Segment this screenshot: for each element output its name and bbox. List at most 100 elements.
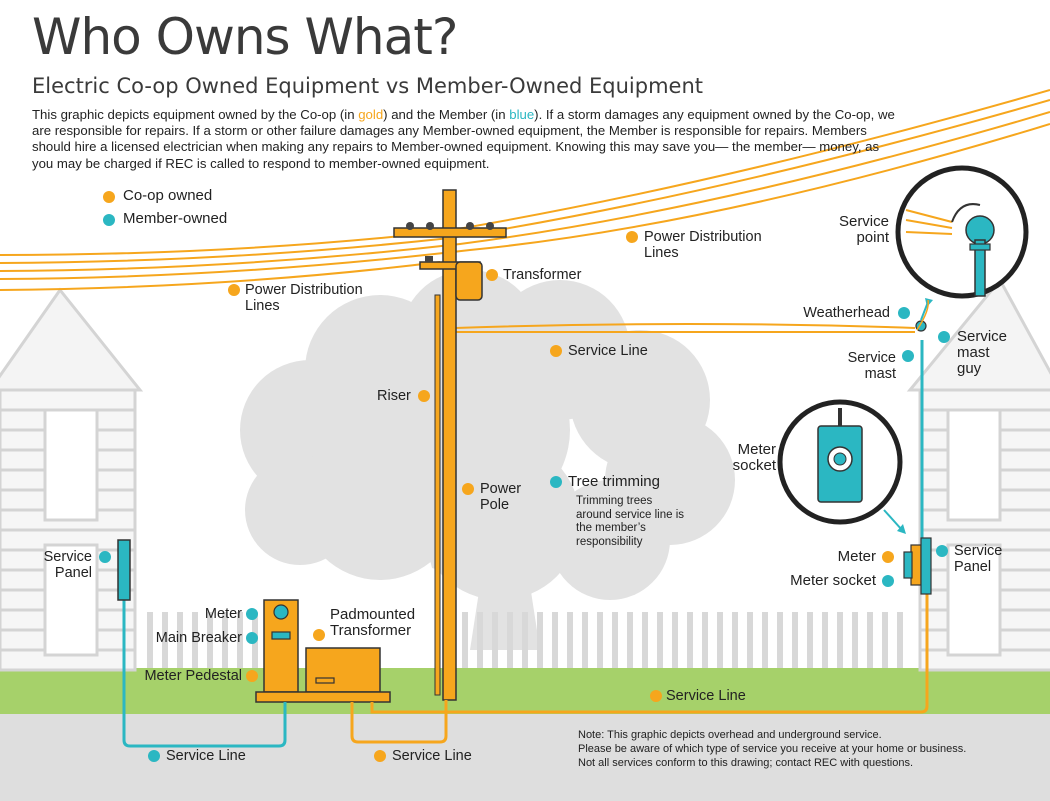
service-mast-guy-line3: guy: [957, 360, 982, 377]
legend-coop-dot: [103, 191, 115, 203]
intro-text-3: ). If a storm damages any equipment owne…: [32, 107, 895, 171]
service-panel-left-dot: [99, 551, 111, 563]
left-house: [0, 287, 144, 672]
legend-coop-label: Co-op owned: [123, 187, 213, 204]
service-line-top-label: Service Line: [568, 343, 648, 359]
tree-trimming-dot: [550, 476, 562, 488]
power-pole-line2: Pole: [480, 497, 510, 513]
intro-text-2: ) and the Member (in: [383, 107, 510, 122]
tree: [240, 270, 735, 650]
service-line-ground-right-label: Service Line: [666, 688, 746, 704]
intro-gold-word: gold: [358, 107, 384, 122]
service-line-bottom-mid-label: Service Line: [392, 748, 472, 764]
service-panel-left-line1: Service: [43, 549, 92, 565]
left-service-panel: [117, 539, 131, 601]
power-lines-left-line1: Power Distribution: [245, 282, 363, 298]
power-lines-right-line2: Lines: [644, 245, 679, 261]
service-point-line1: Service: [838, 213, 889, 230]
transformer-label: Transformer: [503, 267, 582, 283]
footnote-line1: Note: This graphic depicts overhead and …: [578, 729, 882, 741]
power-lines-left-dot: [228, 284, 240, 296]
intro-text-1: This graphic depicts equipment owned by …: [32, 107, 359, 122]
tree-trimming-label: Tree trimming: [568, 473, 660, 490]
meter-socket-zoom-line2: socket: [732, 457, 776, 474]
service-mast-line2: mast: [864, 366, 896, 382]
service-panel-left-line2: Panel: [54, 565, 92, 581]
pole-transformer: [455, 261, 483, 301]
page-subtitle: Electric Co-op Owned Equipment vs Member…: [32, 74, 703, 98]
padmounted-line2: Transformer: [330, 622, 412, 639]
pedestal-main-breaker: [271, 631, 291, 640]
riser-dot: [418, 390, 430, 402]
meter-socket-zoom: [777, 399, 906, 534]
meter-socket-right-label: Meter socket: [790, 572, 876, 589]
power-lines-left-line2: Lines: [245, 298, 280, 314]
pedestal-meter: [273, 604, 289, 620]
right-service-panel: [920, 537, 932, 595]
service-mast-guy-line1: Service: [957, 328, 1008, 345]
intro-paragraph: This graphic depicts equipment owned by …: [32, 107, 902, 172]
riser-label: Riser: [377, 388, 411, 404]
service-mast-line1: Service: [847, 350, 896, 366]
service-mast-guy-dot: [938, 331, 950, 343]
meter-left-label: Meter: [204, 606, 242, 622]
legend-member-dot: [103, 214, 115, 226]
service-line-top-dot: [550, 345, 562, 357]
service-mast-guy-line2: mast: [957, 344, 990, 361]
power-pole-line1: Power: [480, 481, 522, 497]
main-breaker-label: Main Breaker: [155, 630, 242, 646]
underground-coop-line-right: [370, 586, 929, 714]
page-title: Who Owns What?: [32, 8, 458, 66]
grass: [0, 668, 1050, 714]
weatherhead-label: Weatherhead: [803, 305, 890, 321]
service-panel-right-line2: Panel: [954, 559, 992, 575]
tree-trimming-desc-3: the member’s: [576, 522, 646, 534]
right-house: [906, 277, 1050, 672]
power-pole-dot: [462, 483, 474, 495]
intro-blue-word: blue: [509, 107, 535, 122]
fence: [147, 612, 903, 668]
tree-trimming-desc-1: Trimming trees: [576, 495, 653, 507]
service-line-bottom-left-dot: [148, 750, 160, 762]
footnote-line3: Not all services conform to this drawing…: [578, 757, 914, 769]
ground-band: [0, 712, 1050, 801]
padmounted-transformer: [305, 647, 381, 693]
tree-trimming-desc-2: around service line is: [576, 508, 685, 521]
meter-right-dot: [882, 551, 894, 563]
overhead-service-line: [454, 323, 916, 333]
weatherhead-dot: [898, 307, 910, 319]
meter-pedestal-label: Meter Pedestal: [144, 668, 242, 684]
service-mast-dot: [902, 350, 914, 362]
service-line-bottom-left-label: Service Line: [166, 748, 246, 764]
meter-socket-zoom-line1: Meter: [737, 441, 776, 458]
transformer-dot: [486, 269, 498, 281]
service-point-line2: point: [856, 229, 889, 246]
meter-right-label: Meter: [837, 548, 876, 565]
main-breaker-dot: [246, 632, 258, 644]
footnote-line2: Please be aware of which type of service…: [578, 743, 967, 755]
legend-member-label: Member-owned: [123, 210, 228, 227]
service-line-bottom-mid-dot: [374, 750, 386, 762]
meter-pedestal-dot: [246, 670, 258, 682]
service-panel-right-dot: [936, 545, 948, 557]
right-meter-socket: [903, 551, 913, 579]
power-lines-right-line1: Power Distribution: [644, 229, 762, 245]
meter-left-dot: [246, 608, 258, 620]
footnote: Note: This graphic depicts overhead and …: [578, 728, 966, 770]
power-lines-right-dot: [626, 231, 638, 243]
service-panel-right-line1: Service: [954, 543, 1003, 559]
underground-coop-line-left: [350, 700, 448, 744]
service-line-ground-right-dot: [650, 690, 662, 702]
